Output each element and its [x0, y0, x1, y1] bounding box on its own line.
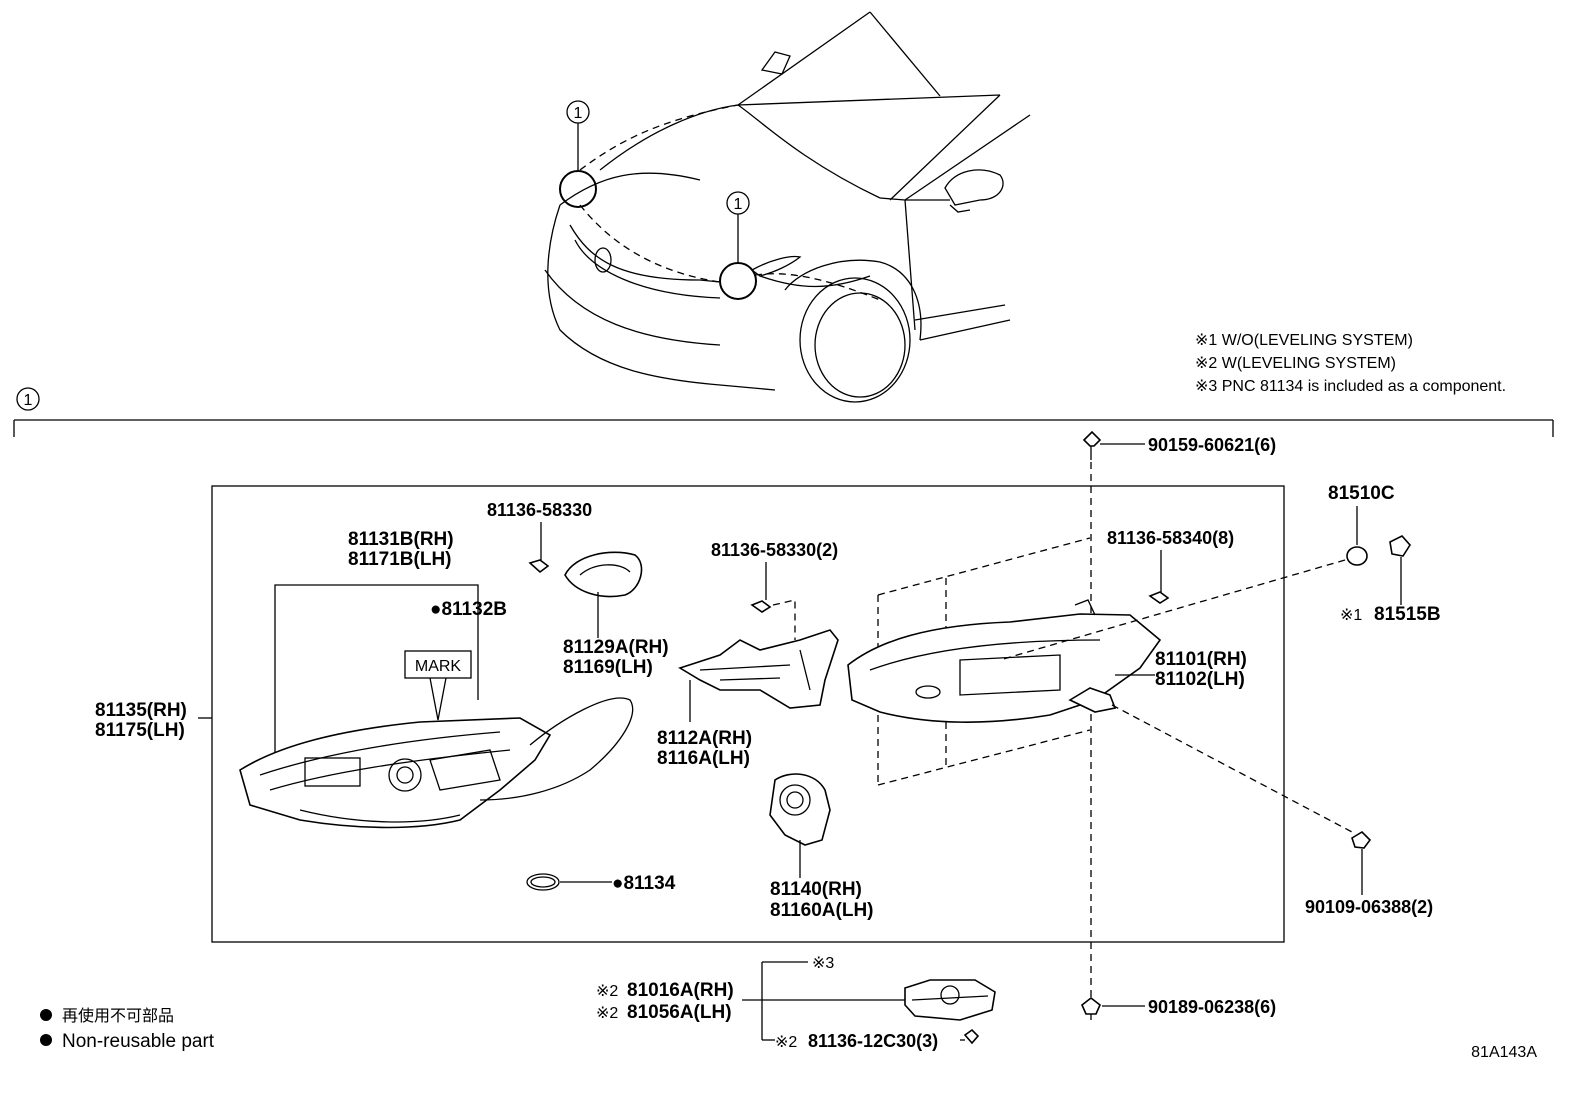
label-81131b: 81131B(RH): [348, 529, 454, 550]
label-81140: 81140(RH): [770, 879, 862, 900]
bracket-81131b: [274, 584, 479, 760]
label-81169: 81169(LH): [563, 657, 653, 678]
callout-1-left-label: 1: [574, 105, 583, 122]
label-81102: 81102(LH): [1155, 669, 1245, 690]
ref-81515b: ※1: [1340, 607, 1362, 624]
legend-en: Non-reusable part: [62, 1031, 215, 1052]
label-81515b: 81515B: [1374, 604, 1441, 625]
cap-81510c: [1346, 546, 1368, 566]
label-81129a: 81129A(RH): [563, 637, 669, 658]
label-90159: 90159-60621(6): [1148, 435, 1276, 455]
ref-3: ※3: [812, 955, 834, 972]
screw-81136-58340: [1148, 591, 1170, 604]
screw-81136-58330-2: [750, 600, 772, 613]
screw-81136-58330: [528, 522, 550, 574]
label-81136-58330: 81136-58330: [487, 500, 592, 520]
label-81132b: ●81132B: [430, 599, 507, 620]
ref-81136-12c30: ※2: [775, 1034, 797, 1051]
housing-81101: [847, 599, 1162, 723]
notes-block: ※1 W/O(LEVELING SYSTEM) ※2 W(LEVELING SY…: [1195, 332, 1506, 395]
projector-81140: [769, 773, 831, 878]
screw-90189: 90189-06238(6): [1081, 996, 1276, 1020]
label-81056a: 81056A(LH): [627, 1002, 732, 1023]
label-81160a: 81160A(LH): [770, 900, 874, 921]
note-1: ※1 W/O(LEVELING SYSTEM): [1195, 332, 1413, 349]
label-90189: 90189-06238(6): [1148, 997, 1276, 1017]
section-bracket: 1: [13, 387, 1554, 437]
callout-1-left: 1: [559, 100, 597, 208]
label-8116a: 8116A(LH): [657, 748, 750, 769]
label-81135: 81135(RH): [95, 700, 187, 721]
diagram-code: 81A143A: [1471, 1044, 1537, 1061]
callout-1-right-label: 1: [734, 196, 743, 213]
label-8112a: 8112A(RH): [657, 728, 752, 749]
section-callout-label: 1: [24, 392, 33, 409]
assembly-box: [211, 485, 1285, 943]
ref-81016a: ※2: [596, 983, 618, 1000]
bolt-90109: [1351, 830, 1372, 895]
cover-81129a: [564, 551, 643, 638]
oring-81134: ●81134: [526, 873, 676, 894]
car-front-illustration: [544, 11, 1031, 403]
mark-label: MARK: [415, 658, 462, 675]
label-81101: 81101(RH): [1155, 649, 1247, 670]
mark-box: MARK: [404, 650, 472, 721]
label-81134: ●81134: [612, 873, 676, 894]
note-3: ※3 PNC 81134 is included as a component.: [1195, 378, 1506, 395]
headlamp-assembly-illustration: [239, 697, 634, 829]
note-2: ※2 W(LEVELING SYSTEM): [1195, 355, 1396, 372]
screw-90159: 90159-60621(6): [1082, 430, 1276, 460]
label-81016a: 81016A(RH): [627, 980, 734, 1001]
bulb-81515b: [1389, 535, 1411, 557]
callout-1-right: 1: [719, 191, 757, 300]
label-81136-58330-2: 81136-58330(2): [711, 540, 838, 560]
label-90109: 90109-06388(2): [1305, 897, 1433, 917]
label-81136-12c30: 81136-12C30(3): [808, 1031, 938, 1051]
label-81175: 81175(LH): [95, 720, 185, 741]
ref-81056a: ※2: [596, 1005, 618, 1022]
legend-bullet-en: [40, 1034, 52, 1046]
lens-dashed-outline: [877, 537, 1091, 786]
label-81171b: 81171B(LH): [348, 549, 452, 570]
legend: 再使用不可部品 Non-reusable part: [40, 1007, 215, 1052]
label-81136-58340: 81136-58340(8): [1107, 528, 1234, 548]
legend-jp: 再使用不可部品: [62, 1007, 174, 1025]
label-81510c: 81510C: [1328, 483, 1395, 504]
bracket-8112a: [678, 629, 839, 722]
ballast-group: ※3 ※2 81016A(RH) ※2 81056A(LH) ※2 81136-…: [596, 955, 996, 1051]
legend-bullet-jp: [40, 1009, 52, 1021]
